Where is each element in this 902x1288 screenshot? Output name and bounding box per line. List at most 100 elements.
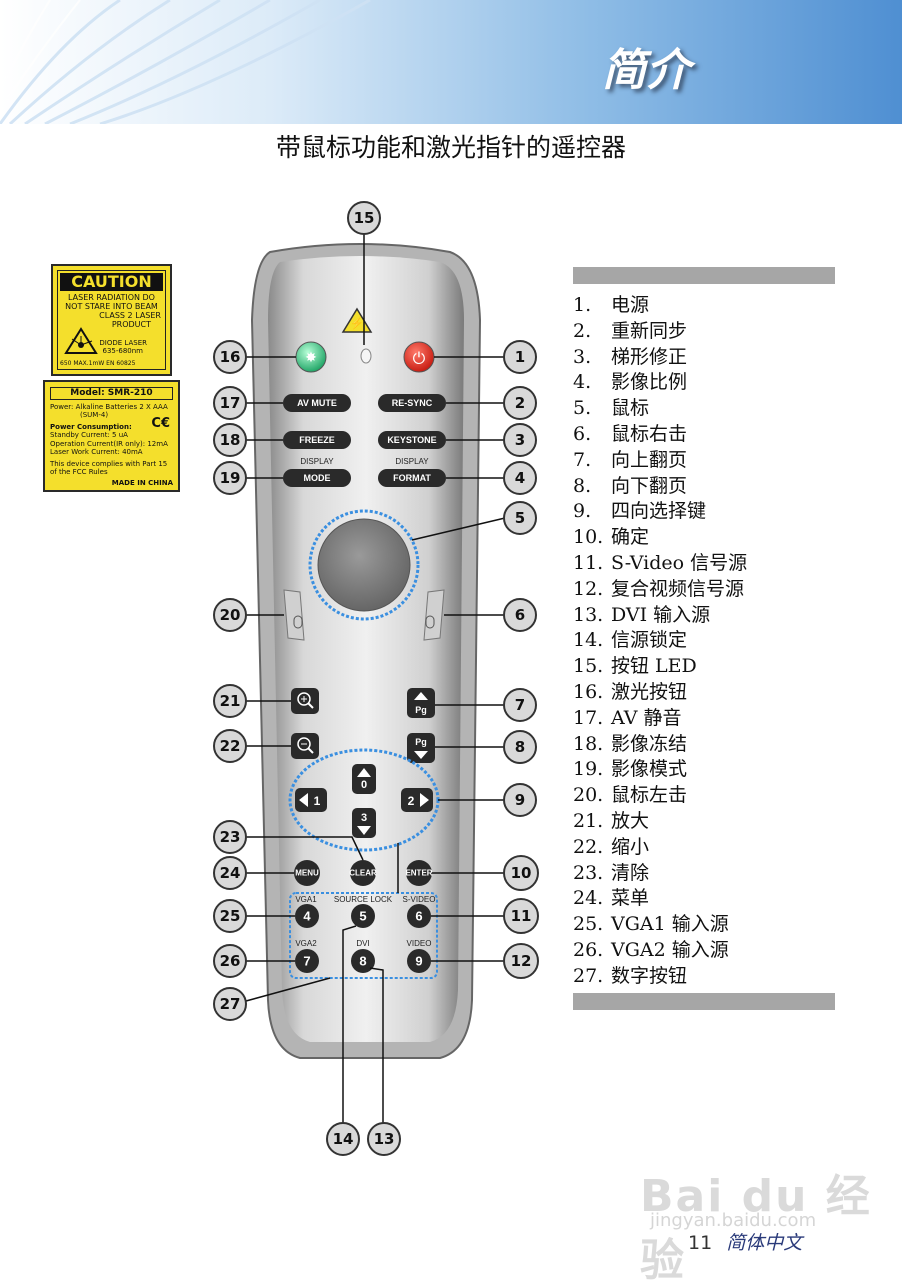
clear-label: CLEAR: [349, 869, 377, 878]
caution-line: NOT STARE INTO BEAM: [65, 302, 158, 311]
legend-text: 影像冻结: [611, 732, 688, 755]
legend-text: 向上翻页: [611, 448, 688, 471]
callout-12: 12: [503, 943, 539, 979]
mouse-highlight-ring: [308, 509, 420, 621]
key-4-label: 4: [303, 909, 311, 924]
format-button[interactable]: FORMAT: [378, 469, 446, 487]
callout-number: 9: [515, 791, 525, 809]
right-button[interactable]: 2: [401, 788, 433, 812]
zoom-out-button[interactable]: [291, 733, 319, 759]
legend-text: 信源锁定: [611, 629, 688, 652]
clear-button[interactable]: CLEAR: [349, 860, 377, 886]
model-label: Model: SMR-210 Power: Alkaline Batteries…: [43, 380, 180, 492]
freeze-button[interactable]: FREEZE: [283, 431, 351, 449]
mode-button[interactable]: MODE: [283, 469, 351, 487]
keystone-button[interactable]: KEYSTONE: [378, 431, 446, 449]
legend-text: 鼠标左击: [611, 784, 688, 807]
model-comply: This device complies with Part 15 of the…: [50, 459, 168, 477]
page-up-button[interactable]: Pg: [407, 688, 435, 718]
legend-item: 20. 鼠标左击: [573, 783, 747, 809]
left-button[interactable]: 1: [295, 788, 327, 812]
vga2-label: VGA2: [295, 939, 317, 948]
legend-number: 19.: [573, 758, 604, 781]
legend-item: 24.菜单: [573, 886, 747, 912]
callout-number: 11: [511, 907, 532, 925]
av-mute-button[interactable]: AV MUTE: [283, 394, 351, 412]
callout-2: 2: [503, 386, 537, 420]
legend-item: 9. 四向选择键: [573, 499, 747, 525]
mouse-pad[interactable]: [317, 518, 411, 612]
dvi-label: DVI: [356, 939, 369, 948]
legend-item: 4.影像比例: [573, 370, 747, 396]
callout-number: 15: [354, 209, 375, 227]
legend-number: 20.: [573, 784, 604, 807]
callout-13: 13: [367, 1122, 401, 1156]
callout-27: 27: [213, 987, 247, 1021]
legend-item: 5.鼠标: [573, 396, 747, 422]
callout-8: 8: [503, 730, 537, 764]
up-button[interactable]: 0: [352, 764, 376, 794]
callout-leader-lines: [245, 232, 506, 1124]
legend-item: 13.DVI 输入源: [573, 603, 747, 629]
callout-11: 11: [503, 898, 539, 934]
callout-number: 4: [515, 469, 525, 487]
key-9-button[interactable]: 9: [407, 949, 431, 973]
page-down-button[interactable]: Pg: [407, 733, 435, 763]
caution-line: CLASS 2 LASER: [99, 311, 161, 320]
key-4-button[interactable]: 4: [295, 904, 319, 928]
legend-text: 鼠标: [611, 397, 650, 420]
legend-text: 确定: [611, 526, 650, 549]
callout-number: 24: [220, 864, 241, 882]
arrow-down-icon: [357, 826, 371, 835]
legend-number: 25.: [573, 913, 604, 936]
legend-number: 3.: [573, 345, 592, 368]
laser-warning-icon: [64, 327, 98, 354]
callout-number: 2: [515, 394, 525, 412]
callout-number: 14: [333, 1130, 354, 1148]
pg-up-label: Pg: [415, 705, 427, 715]
legend-item: 18.影像冻结: [573, 732, 747, 758]
legend-text: AV 静音: [611, 706, 682, 729]
arrow-up-icon: [414, 692, 428, 700]
arrow-right-icon: [420, 793, 429, 807]
key-8-button[interactable]: 8: [351, 949, 375, 973]
legend-item: 12.复合视频信号源: [573, 577, 747, 603]
legend-item: 14. 信源锁定: [573, 628, 747, 654]
legend-item: 6.鼠标右击: [573, 422, 747, 448]
callout-number: 16: [220, 348, 241, 366]
watermark-url: jingyan.baidu.com: [650, 1210, 817, 1231]
s-video-label: S-VIDEO: [403, 895, 436, 904]
callout-number: 23: [220, 828, 241, 846]
enter-button[interactable]: ENTER: [405, 860, 433, 886]
legend-text: VGA2 输入源: [611, 938, 729, 961]
callout-1: 1: [503, 340, 537, 374]
remote-face: [268, 256, 464, 1042]
legend-number: 7.: [573, 448, 592, 471]
freeze-label: FREEZE: [299, 435, 335, 445]
key-5-button[interactable]: 5: [351, 904, 375, 928]
re-sync-button[interactable]: RE-SYNC: [378, 394, 446, 412]
menu-button[interactable]: MENU: [294, 860, 320, 886]
key-7-button[interactable]: 7: [295, 949, 319, 973]
callout-17: 17: [213, 386, 247, 420]
callout-5: 5: [503, 501, 537, 535]
callout-number: 21: [220, 692, 241, 710]
legend-number: 9.: [573, 500, 592, 523]
callout-16: 16: [213, 340, 247, 374]
legend-text: 影像比例: [611, 371, 688, 394]
legend-number: 14.: [573, 629, 604, 652]
zoom-out-icon: [297, 737, 311, 751]
legend-number: 11.: [573, 551, 604, 574]
legend-item: 10.确定: [573, 525, 747, 551]
legend-text: 缩小: [611, 835, 650, 858]
key-6-button[interactable]: 6: [407, 904, 431, 928]
down-button[interactable]: 3: [352, 808, 376, 838]
left-number: 1: [314, 794, 321, 808]
model-heading: Model: SMR-210: [50, 387, 173, 400]
callout-23: 23: [213, 820, 247, 854]
zoom-in-button[interactable]: [291, 688, 319, 714]
laser-icon: ✸: [305, 350, 317, 366]
model-laser-work: Laser Work Current: 40mA: [50, 448, 143, 456]
legend-text: 四向选择键: [611, 500, 707, 523]
legend-text: 放大: [611, 809, 650, 832]
